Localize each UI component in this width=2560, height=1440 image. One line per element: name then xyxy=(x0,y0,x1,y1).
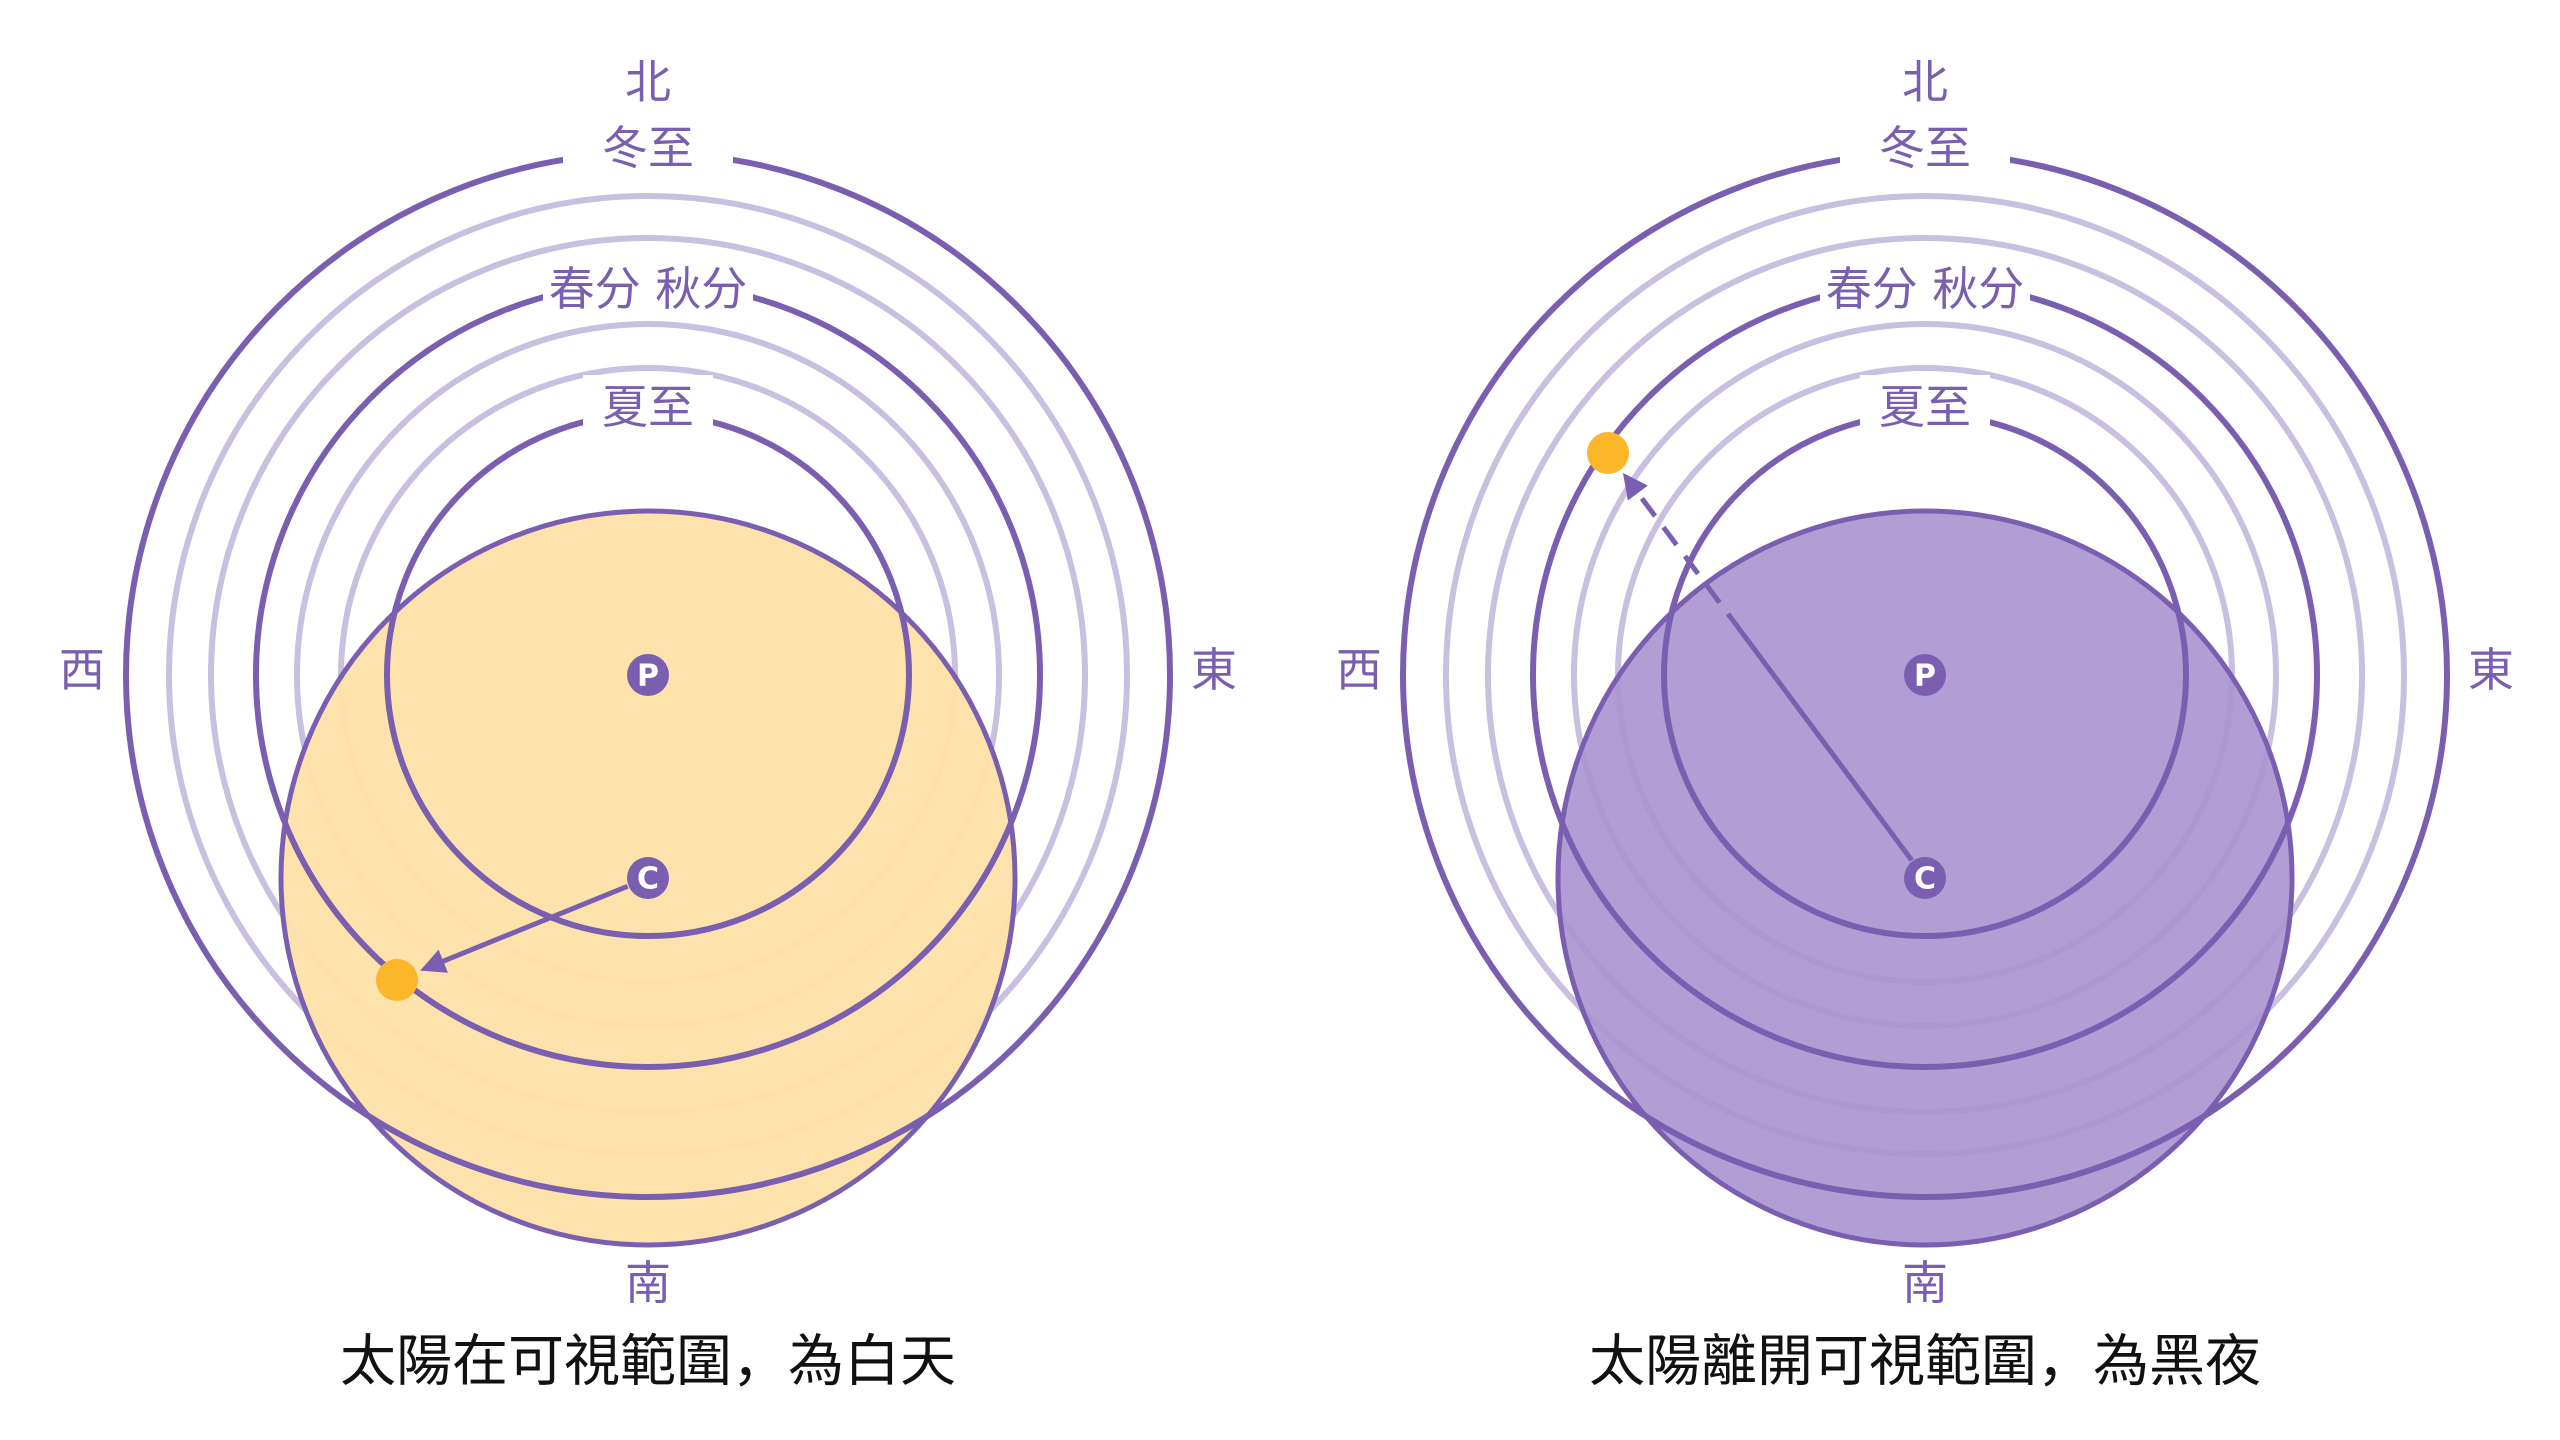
caption: 太陽在可視範圍，為白天 xyxy=(340,1330,956,1395)
pole-point xyxy=(627,654,669,696)
label-east: 東 xyxy=(2468,643,2514,697)
sun-icon xyxy=(376,959,418,1001)
pole-label: P xyxy=(1914,659,1936,694)
sun-icon xyxy=(1587,432,1629,474)
label-north: 北 xyxy=(625,55,671,109)
label-east: 東 xyxy=(1191,643,1237,697)
label-north: 北 xyxy=(1902,55,1948,109)
label-summer-solstice: 夏至 xyxy=(1879,380,1971,434)
label-summer-solstice: 夏至 xyxy=(602,380,694,434)
label-west: 西 xyxy=(59,643,105,697)
visible-range-outline xyxy=(278,508,1018,1248)
pole-point xyxy=(1904,654,1946,696)
observer-point xyxy=(1904,857,1946,899)
observer-point xyxy=(627,857,669,899)
label-equinox: 春分 秋分 xyxy=(549,262,748,316)
observer-label: C xyxy=(637,862,659,897)
label-winter-solstice: 冬至 xyxy=(1879,121,1971,175)
label-south: 南 xyxy=(1902,1256,1948,1310)
sun-direction-arrow-hidden xyxy=(1622,473,1744,633)
sun-direction-arrow xyxy=(420,883,629,973)
label-equinox: 春分 秋分 xyxy=(1826,262,2025,316)
observer-label: C xyxy=(1914,862,1936,897)
label-winter-solstice: 冬至 xyxy=(602,121,694,175)
label-west: 西 xyxy=(1336,643,1382,697)
sun-direction-arrow xyxy=(1739,630,1914,862)
label-south: 南 xyxy=(625,1256,671,1310)
visible-range-outline xyxy=(1555,508,2295,1248)
pole-label: P xyxy=(637,659,659,694)
caption: 太陽離開可視範圍，為黑夜 xyxy=(1589,1330,2261,1395)
